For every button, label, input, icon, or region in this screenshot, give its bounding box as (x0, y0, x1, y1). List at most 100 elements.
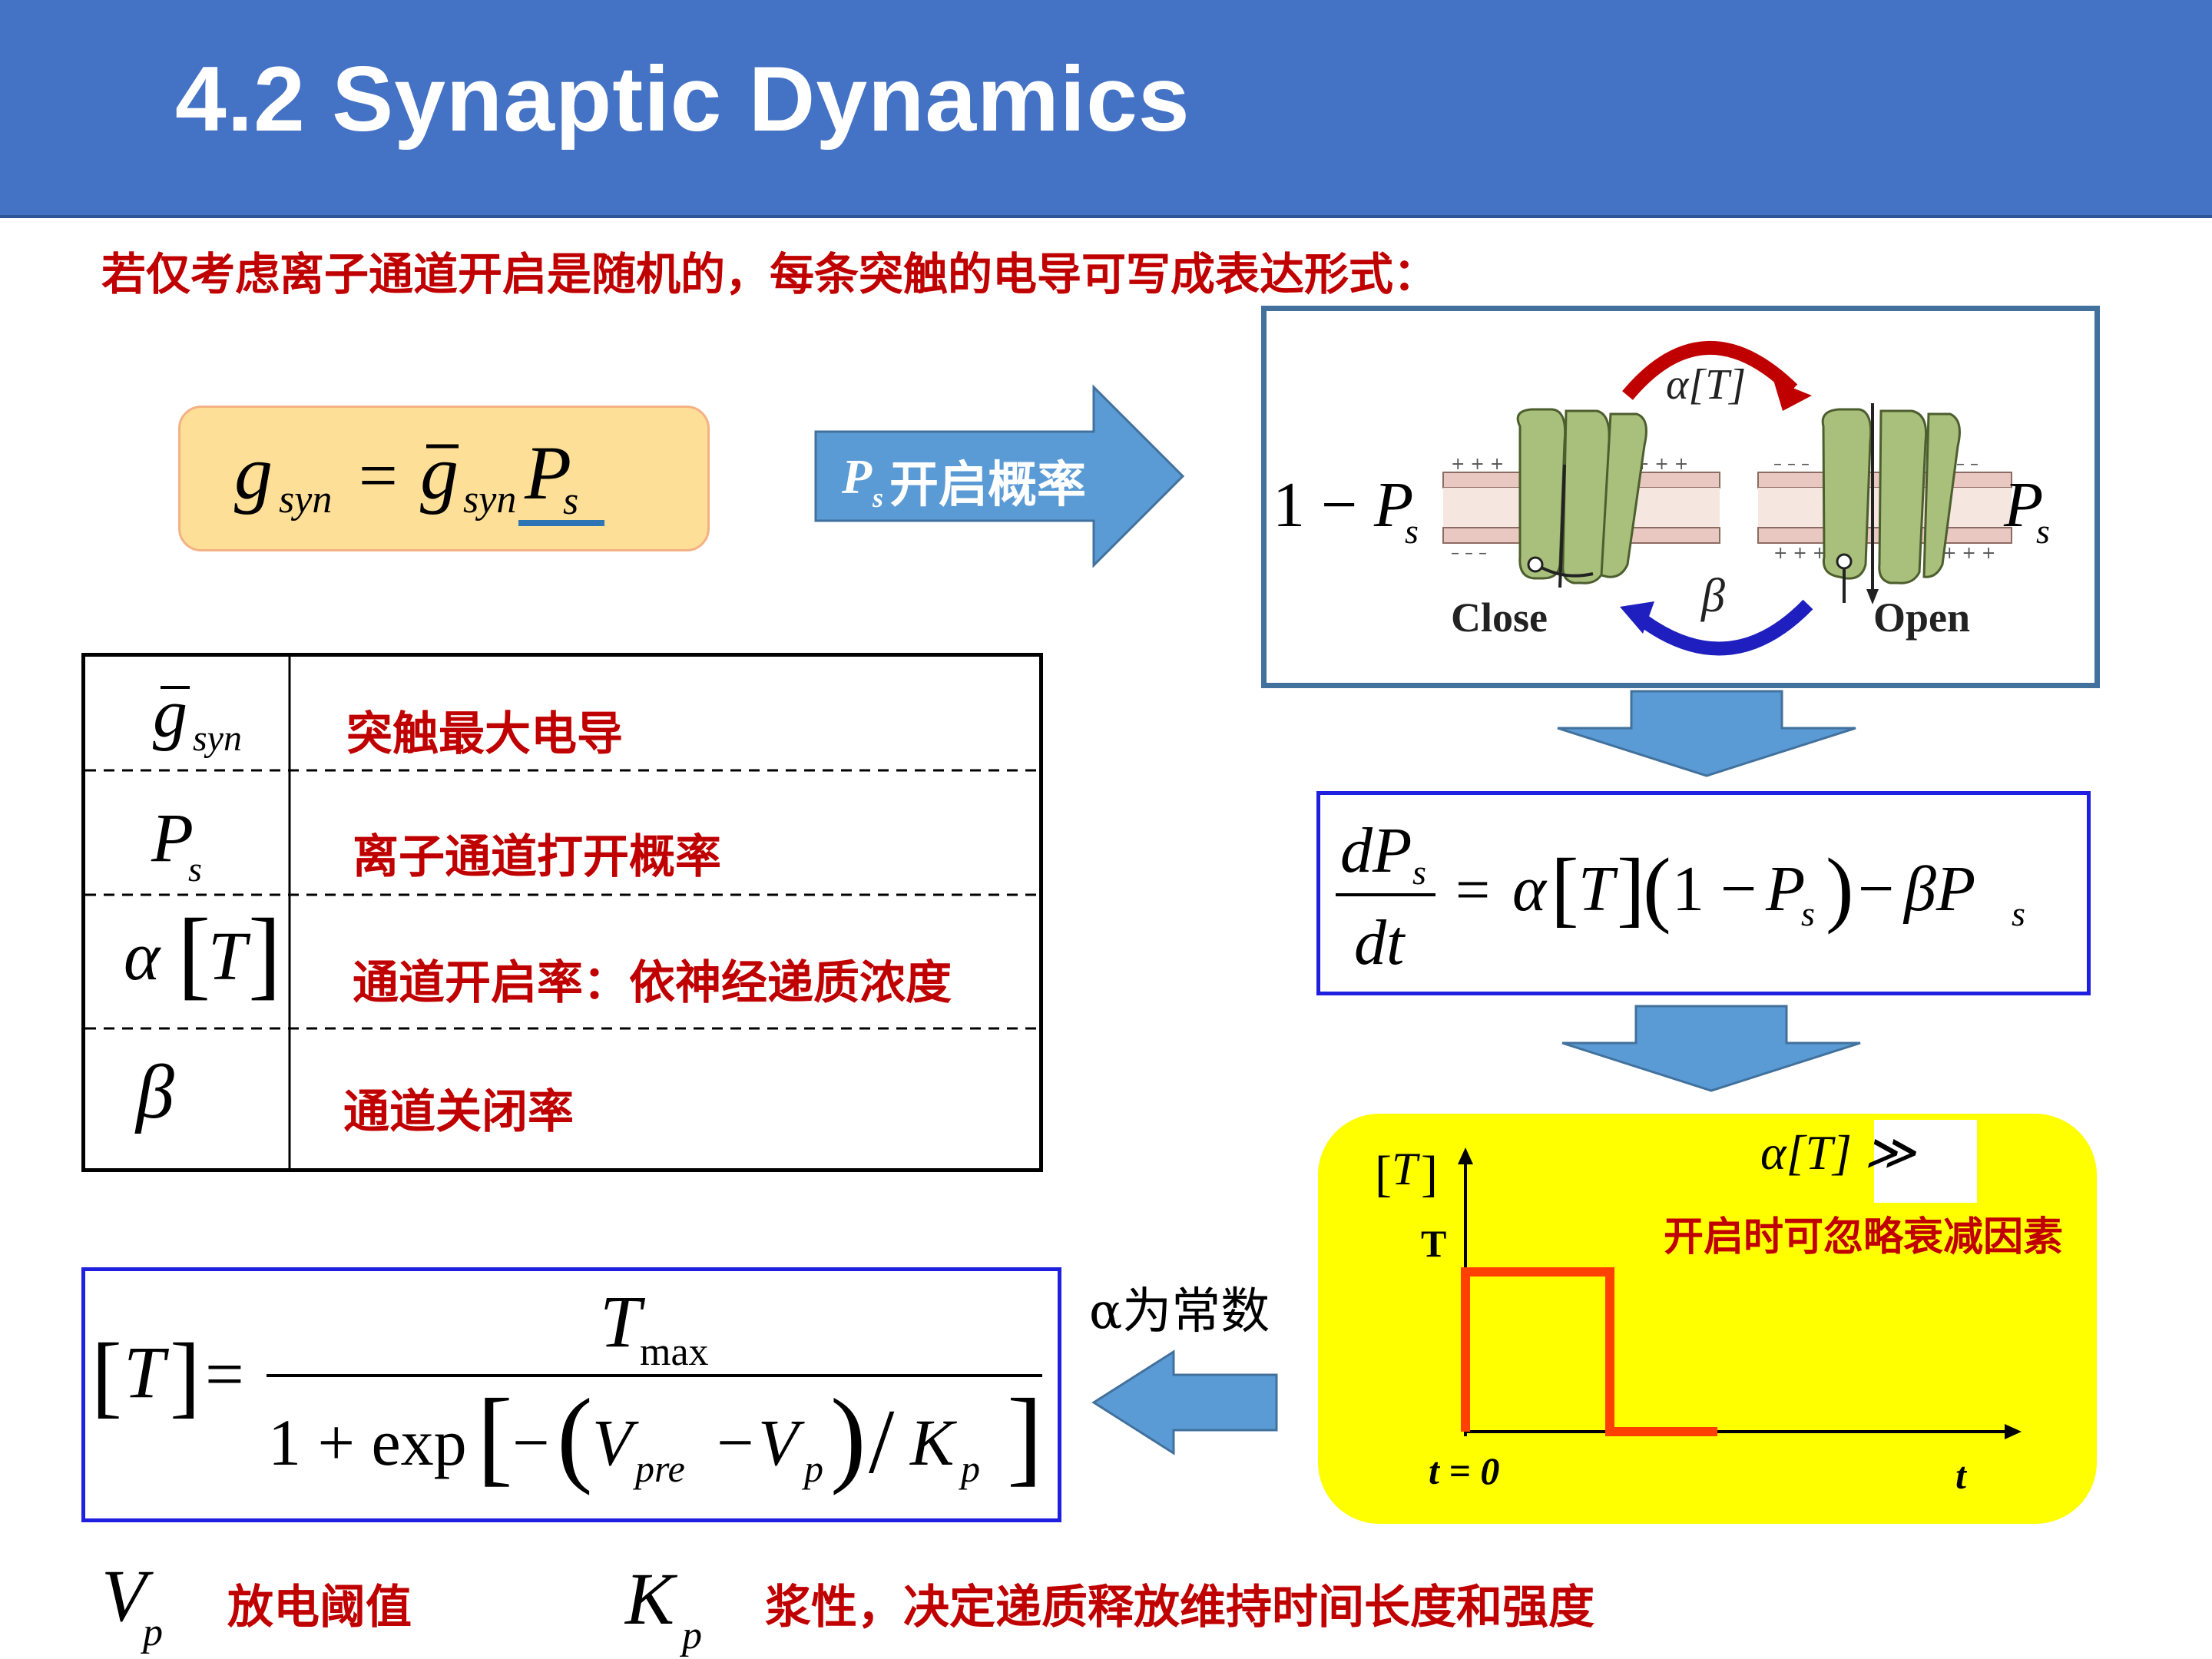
svg-text:+ + +: + + + (1635, 455, 1688, 474)
svg-text:s: s (1412, 853, 1426, 892)
svg-text:β: β (134, 1049, 174, 1134)
svg-text:]: ] (170, 1324, 200, 1426)
svg-text:[: [ (177, 899, 210, 1009)
alpha-const-label: α为常数 (1089, 1283, 1270, 1340)
svg-text:1 −: 1 − (1672, 853, 1757, 925)
svg-text:s: s (2036, 512, 2050, 551)
svg-text:syn: syn (279, 478, 332, 522)
svg-text:P: P (524, 430, 571, 515)
open-channel (1821, 403, 1961, 595)
svg-text:=: = (359, 438, 398, 514)
pulse-line (1461, 1267, 1717, 1436)
svg-text:[: [ (1375, 1146, 1392, 1202)
svg-text:s: s (1405, 512, 1419, 551)
svg-text:T: T (124, 1331, 170, 1413)
svg-text:g: g (420, 430, 459, 515)
svg-text:K: K (909, 1406, 958, 1479)
svg-text:1 −: 1 − (1273, 469, 1357, 541)
svg-text:max: max (640, 1330, 709, 1374)
ode-equation: dP s dt = α [ T ] ( 1 − P s ) − βP s (1336, 815, 2025, 979)
svg-text:[: [ (1551, 841, 1579, 935)
pulse-t0: t = 0 (1429, 1449, 1500, 1492)
svg-text:syn: syn (463, 478, 516, 522)
svg-text:+ + +: + + + (1451, 455, 1504, 474)
svg-text:α: α (1512, 853, 1548, 925)
svg-text:P: P (2003, 469, 2043, 541)
close-label: Close (1451, 594, 1548, 641)
svg-text:P: P (1765, 853, 1805, 925)
alpha-rate-label: α[T] (1666, 361, 1747, 409)
pulse-t-axis: t (1955, 1454, 1966, 1497)
right-arrow-shape: P s (814, 384, 1185, 568)
svg-text:]: ] (1617, 841, 1645, 935)
svg-text:pre: pre (633, 1447, 685, 1490)
svg-text:): ) (1826, 841, 1854, 935)
svg-text:V: V (101, 1555, 154, 1637)
table-row-2-desc: 离子通道打开概率 (353, 830, 721, 884)
svg-text:+ + +: + + + (1942, 544, 1995, 563)
closed-channel (1516, 408, 1647, 588)
open-label: Open (1873, 594, 1971, 641)
pulse-t-level: T (1421, 1222, 1447, 1265)
svg-text:s: s (563, 479, 578, 523)
svg-text:g: g (153, 676, 187, 752)
table-row-4-desc: 通道关闭率 (343, 1085, 574, 1139)
svg-text:s: s (1801, 894, 1815, 933)
svg-text:dt: dt (1354, 907, 1406, 979)
svg-text:[: [ (477, 1377, 513, 1496)
channel-diagram: + + + + + + – – – – – – – – – + + + + + … (1261, 306, 2100, 688)
channel-illustration: + + + + + + – – – – – – – – – + + + + + … (1273, 340, 2050, 656)
svg-text:): ) (830, 1377, 866, 1496)
gsyn-equation-box: g syn = g syn P s (178, 406, 710, 551)
svg-text:+ + +: + + + (1773, 544, 1826, 563)
left-arrow (1091, 1349, 1278, 1455)
svg-text:dP: dP (1340, 815, 1412, 886)
svg-text:(: ( (1643, 841, 1671, 935)
beta-rate-label: β (1701, 570, 1725, 622)
vp-symbol: V p (101, 1555, 163, 1654)
kp-symbol: K p (624, 1558, 702, 1657)
svg-text:s: s (188, 849, 202, 889)
pulse-note: 开启时可忽略衰减因素 (1664, 1214, 2064, 1260)
svg-text:]: ] (1421, 1146, 1438, 1202)
table-row-3-desc: 通道开启率：依神经递质浓度 (353, 956, 952, 1010)
svg-text:−: − (512, 1406, 550, 1479)
ode-equation-box: dP s dt = α [ T ] ( 1 − P s ) − βP s (1316, 791, 2091, 995)
svg-text:– – –: – – – (1451, 544, 1487, 563)
svg-text:p: p (802, 1447, 823, 1490)
svg-text:s: s (2012, 894, 2025, 933)
svg-text:V: V (592, 1406, 639, 1479)
svg-text:P: P (841, 449, 873, 504)
down-arrow-1 (1557, 690, 1856, 777)
table-grid: g syn P s α [ T ] β (85, 657, 1039, 1168)
svg-text:/: / (869, 1390, 895, 1492)
svg-text:p: p (959, 1447, 980, 1490)
kp-desc: 浆性，决定递质释放维持时间长度和强度 (765, 1581, 1594, 1634)
arrow-label: 开启概率 (889, 457, 1086, 514)
svg-text:−: − (1858, 853, 1894, 925)
svg-text:1 + exp: 1 + exp (268, 1406, 467, 1479)
svg-text:p: p (679, 1614, 702, 1657)
svg-text:βP: βP (1902, 853, 1975, 925)
title-bar (0, 0, 2212, 218)
table-row-1-desc: 突触最大电导 (346, 707, 623, 761)
probability-arrow: P s 开启概率 (813, 384, 1186, 568)
svg-text:T: T (1392, 1144, 1420, 1194)
svg-text:]: ] (248, 899, 281, 1009)
svg-text:K: K (624, 1558, 678, 1640)
svg-text:[: [ (91, 1324, 122, 1426)
svg-text:T: T (1578, 853, 1618, 925)
svg-text:P: P (151, 800, 194, 876)
pulse-alpha-note: α[T] ≫ (1760, 1125, 1916, 1180)
svg-text:T: T (208, 919, 251, 995)
down-arrow-2 (1561, 1005, 1861, 1092)
svg-text:(: ( (557, 1377, 593, 1496)
svg-text:g: g (234, 430, 273, 515)
svg-text:]: ] (1007, 1377, 1043, 1496)
vp-desc: 放电阈值 (227, 1581, 412, 1634)
svg-text:=: = (205, 1336, 244, 1412)
svg-text:α: α (124, 919, 161, 995)
transmitter-formula: [ T ] = T max 1 + exp [ − ( V pre − V p … (91, 1280, 1043, 1496)
svg-text:s: s (872, 482, 883, 513)
svg-text:T: T (600, 1280, 646, 1363)
